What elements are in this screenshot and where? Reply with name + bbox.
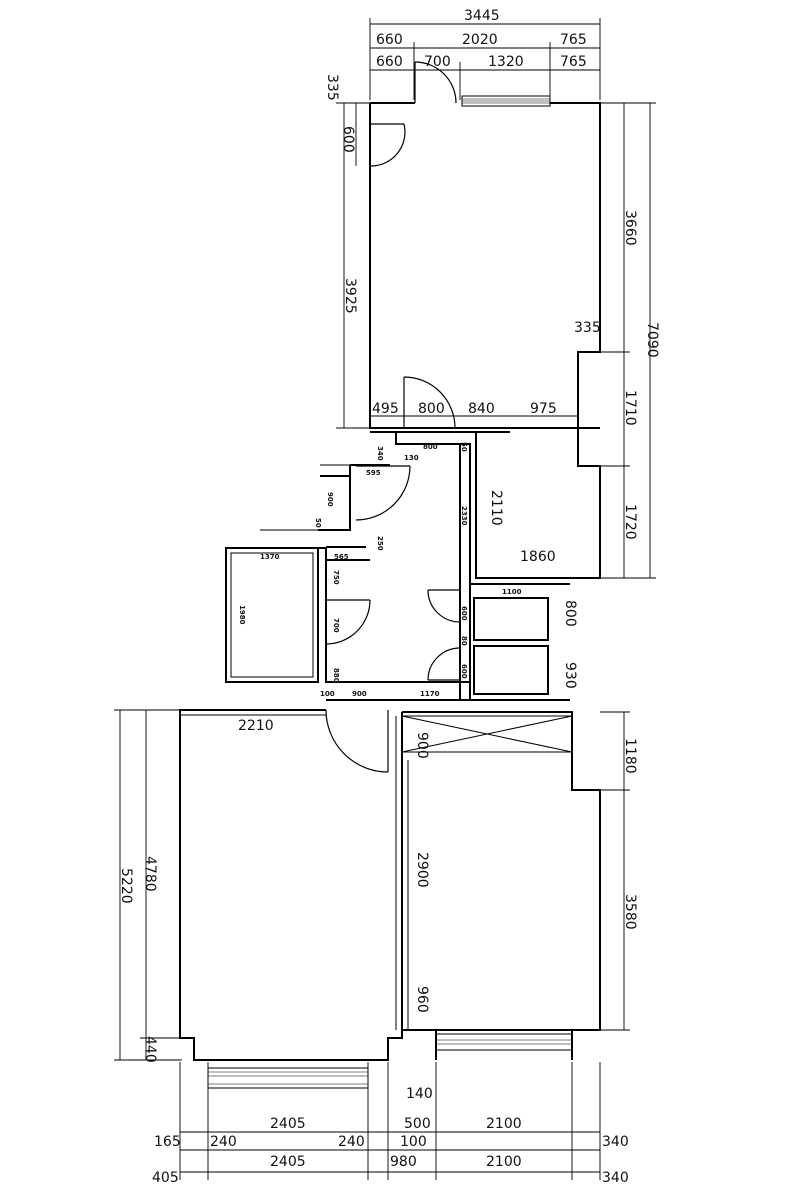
dim-br2-900: 900 — [414, 732, 430, 759]
dim-top-total: 3445 — [464, 8, 500, 24]
dim-bot-240b: 240 — [338, 1134, 365, 1150]
dim-bath-700: 700 — [332, 618, 340, 633]
dim-bot-405: 405 — [152, 1170, 179, 1186]
dim-cl-1100: 1100 — [502, 588, 522, 596]
dim-corr-130: 130 — [404, 454, 419, 462]
corridor — [260, 432, 471, 700]
dim-right-mid: 1710 — [622, 390, 638, 426]
dim-mid-c: 840 — [468, 401, 495, 417]
dim-top-a: 660 — [376, 32, 403, 48]
dim-br2-2900: 2900 — [414, 852, 430, 888]
dim-right-upper: 3660 — [622, 210, 638, 246]
dim-bath-1370: 1370 — [260, 553, 280, 561]
dim-br-2210: 2210 — [238, 718, 274, 734]
dim-br-5220: 5220 — [118, 868, 134, 904]
bedroom-right-window — [435, 1033, 573, 1051]
dim-corr-50a: 50 — [460, 442, 468, 452]
dim-corr-595: 595 — [366, 469, 381, 477]
dim-cl-930: 930 — [562, 662, 578, 689]
bedroom-left-window — [207, 1067, 369, 1089]
entry-door — [414, 61, 457, 104]
dim-top-f: 1320 — [488, 54, 524, 70]
living-window — [461, 95, 551, 107]
dim-bot-140: 140 — [406, 1086, 433, 1102]
dim-top-e: 700 — [424, 54, 451, 70]
dim-top-g: 765 — [560, 54, 587, 70]
bathroom — [225, 547, 470, 701]
dimension-labels: 3445 660 2020 765 660 700 1320 765 335 6… — [118, 8, 660, 1186]
dim-cl-80: 80 — [460, 636, 468, 646]
dim-bot-2100a: 2100 — [486, 1116, 522, 1132]
dim-bot-100: 100 — [400, 1134, 427, 1150]
dim-corr-1860: 1860 — [520, 549, 556, 565]
dim-left-top: 335 — [324, 74, 340, 101]
dim-bot-2405b: 2405 — [270, 1154, 306, 1170]
dim-corr-340: 340 — [376, 446, 384, 461]
dim-top-d: 660 — [376, 54, 403, 70]
dim-corr-800: 800 — [423, 443, 438, 451]
dim-bot-340b: 340 — [602, 1170, 629, 1186]
dim-mid-d: 975 — [530, 401, 557, 417]
dim-left-room: 3925 — [342, 278, 358, 314]
bathroom-door — [325, 599, 371, 645]
dim-right-lower: 1720 — [622, 504, 638, 540]
dim-hall-100: 100 — [320, 690, 335, 698]
closet-door-upper — [427, 589, 461, 623]
dim-mid-b: 800 — [418, 401, 445, 417]
closets — [427, 583, 570, 701]
bedroom-left-door — [325, 709, 389, 773]
dimension-lines — [114, 18, 656, 1180]
bedroom-left — [179, 709, 403, 1089]
dim-top-b: 2020 — [462, 32, 498, 48]
closet-door-lower — [427, 647, 461, 681]
dim-br-440: 440 — [142, 1036, 158, 1063]
living-room — [369, 61, 601, 579]
living-bottom-door — [403, 376, 456, 429]
dim-bath-565: 565 — [334, 553, 349, 561]
dim-bath-750: 750 — [332, 570, 340, 585]
dim-br-4780: 4780 — [142, 856, 158, 892]
dim-mid-a: 495 — [372, 401, 399, 417]
dim-right-total: 7090 — [644, 322, 660, 358]
dim-bot-980: 980 — [390, 1154, 417, 1170]
dim-br2-3580: 3580 — [622, 894, 638, 930]
corridor-door — [355, 465, 411, 521]
dim-cl-800: 800 — [562, 600, 578, 627]
dim-corr-2330: 2330 — [460, 506, 468, 526]
dim-bath-1980: 1980 — [238, 605, 246, 625]
dim-bot-165: 165 — [154, 1134, 181, 1150]
dim-corr-250: 250 — [376, 536, 384, 551]
dim-br2-1180: 1180 — [622, 738, 638, 774]
dim-bot-2100b: 2100 — [486, 1154, 522, 1170]
dim-left-door: 600 — [340, 126, 356, 153]
dim-bath-880: 880 — [332, 668, 340, 683]
dim-corr-50b: 50 — [314, 518, 322, 528]
dim-hall-1170: 1170 — [420, 690, 440, 698]
dim-corr-900: 900 — [326, 492, 334, 507]
dim-hall-900: 900 — [352, 690, 367, 698]
dim-cl-600a: 600 — [460, 606, 468, 621]
dim-bot-2405a: 2405 — [270, 1116, 306, 1132]
living-side-door — [369, 123, 406, 167]
dim-right-notch: 335 — [574, 320, 601, 336]
dim-cl-600b: 600 — [460, 664, 468, 679]
dim-bot-500: 500 — [404, 1116, 431, 1132]
dim-bot-340a: 340 — [602, 1134, 629, 1150]
dim-bot-240a: 240 — [210, 1134, 237, 1150]
dim-corr-2110: 2110 — [488, 490, 504, 526]
dim-top-c: 765 — [560, 32, 587, 48]
dim-br2-960: 960 — [414, 986, 430, 1013]
